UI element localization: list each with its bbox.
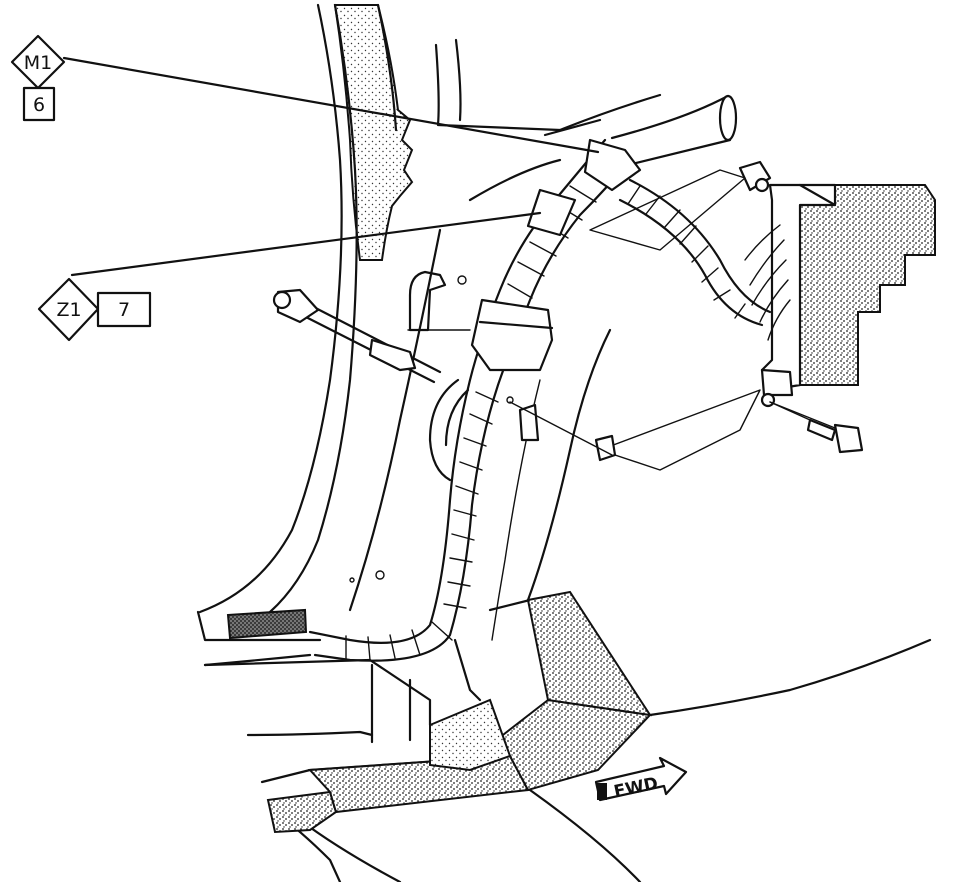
callout-z1-box xyxy=(96,291,152,328)
fwd-arrow-shape xyxy=(594,756,688,802)
callout-z1: Z1 7 xyxy=(37,277,152,342)
callout-z1-diamond xyxy=(37,277,100,342)
wiring-harness xyxy=(308,138,772,662)
control-module xyxy=(738,160,936,454)
pillar-structure xyxy=(196,3,932,882)
fwd-arrow-tail xyxy=(597,783,607,800)
fwd-arrow: FWD xyxy=(594,756,688,802)
callout-m1-number: 6 xyxy=(33,94,45,116)
callout-z1-number: 7 xyxy=(118,299,130,321)
leader-lines xyxy=(62,56,836,456)
callout-z1-code: Z1 xyxy=(56,299,81,321)
callout-m1-box xyxy=(22,86,56,122)
callout-m1-code: M1 xyxy=(24,52,52,74)
callout-m1: M1 6 xyxy=(10,34,66,122)
